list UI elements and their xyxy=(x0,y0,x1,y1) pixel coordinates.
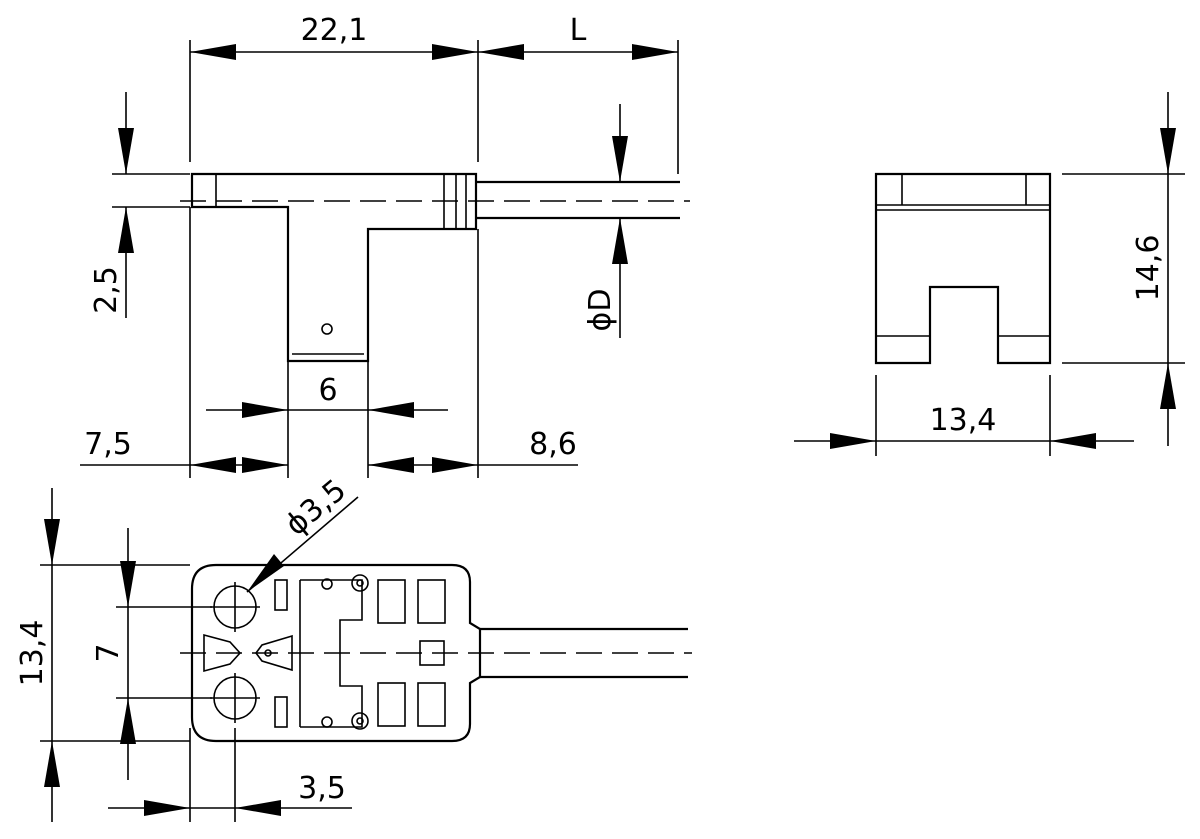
dim-label-flange-height: 2,5 xyxy=(89,266,124,314)
dim-label-tab-width: 6 xyxy=(318,373,337,408)
dimension-side-width: 13,4 xyxy=(794,375,1134,456)
bottom-view xyxy=(180,563,692,743)
dim-label-hole-spacing: 7 xyxy=(91,643,126,662)
dim-label-cable-diameter: ϕD xyxy=(583,289,618,332)
dim-label-side-width: 13,4 xyxy=(930,403,997,438)
dim-label-side-height: 14,6 xyxy=(1131,235,1166,302)
dimension-right-offset: 8,6 xyxy=(368,229,578,478)
dim-label-top-width: 22,1 xyxy=(301,13,368,48)
dimension-top-width: 22,1 xyxy=(189,13,479,162)
dimension-hole-diameter: ϕ3,5 xyxy=(246,473,359,593)
dim-label-bottom-height: 13,4 xyxy=(15,620,50,687)
side-view xyxy=(874,172,1052,365)
dimension-hole-offset: 3,5 xyxy=(108,728,352,822)
dimension-cable-diameter: ϕD xyxy=(583,104,628,338)
dim-label-right-offset: 8,6 xyxy=(529,427,577,462)
dim-label-hole-offset: 3,5 xyxy=(298,771,346,806)
dim-label-left-offset: 7,5 xyxy=(84,427,132,462)
front-view xyxy=(180,172,690,363)
dimension-side-height: 14,6 xyxy=(1062,92,1185,446)
dimension-left-offset: 7,5 xyxy=(80,207,288,478)
dimension-cable-length: L xyxy=(478,13,679,174)
dim-label-cable-length: L xyxy=(570,13,587,48)
dimension-tab-width: 6 xyxy=(206,361,448,478)
dimension-bottom-height: 13,4 xyxy=(15,488,190,822)
dimension-flange-height: 2,5 xyxy=(89,92,190,318)
dimension-hole-spacing: 7 xyxy=(91,528,212,780)
